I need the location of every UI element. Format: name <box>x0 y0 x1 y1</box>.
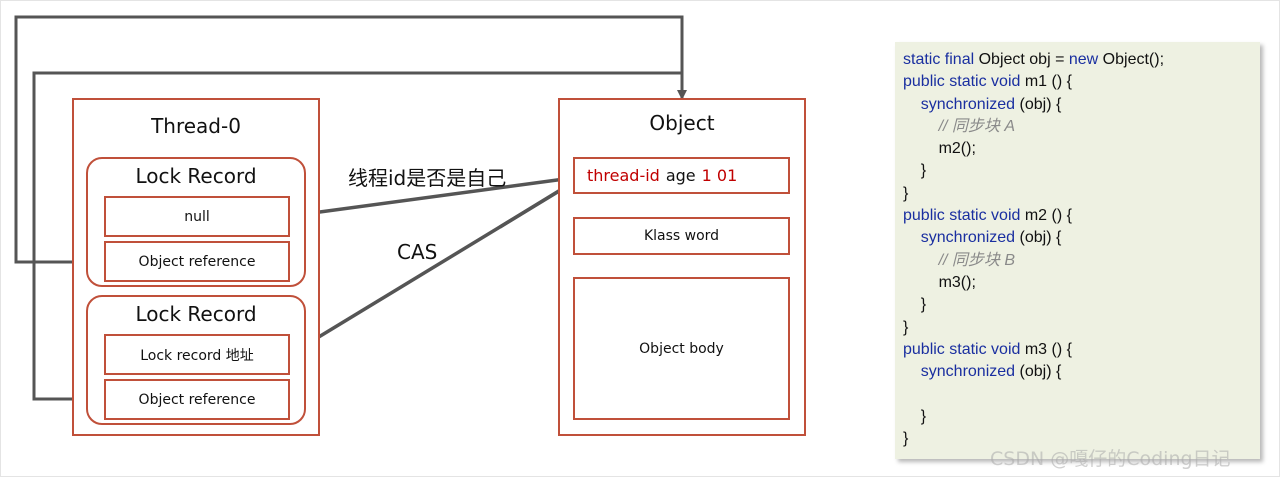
code-token <box>903 118 939 135</box>
code-token: (obj) { <box>1015 229 1062 247</box>
code-token: } <box>903 184 909 202</box>
cas-label: CAS <box>397 240 438 264</box>
lock-record-2 <box>86 295 306 425</box>
code-token: new <box>1068 51 1099 68</box>
code-panel: static final Object obj = new Object();p… <box>895 42 1260 459</box>
code-line: } <box>903 317 1260 339</box>
code-token: } <box>903 296 927 314</box>
code-token: Object obj = <box>978 51 1069 68</box>
owner-check-label: 线程id是否是自己 <box>348 166 507 190</box>
lock-record-2-title: Lock Record <box>135 302 257 326</box>
code-token: } <box>903 162 927 180</box>
code-token: // 同步块 A <box>938 117 1016 135</box>
code-token: } <box>903 407 927 425</box>
code-line: static final Object obj = new Object(); <box>903 49 1260 71</box>
code-line: public static void m2 () { <box>903 205 1260 227</box>
code-token: m3 () { <box>1024 340 1072 358</box>
lock-record-1-object-reference: Object reference <box>104 241 290 282</box>
code-line: // 同步块 B <box>903 250 1260 272</box>
lock-record-2-object-reference: Object reference <box>104 379 290 420</box>
code-token: m2(); <box>903 140 976 158</box>
object-title: Object <box>649 111 715 135</box>
object-reference-line-outer <box>14 15 687 264</box>
code-line: } <box>903 183 1260 205</box>
object-reference-line-inner <box>32 71 682 401</box>
lock-record-1-title: Lock Record <box>135 164 257 188</box>
code-line: } <box>903 294 1260 316</box>
code-token: Object(); <box>1098 51 1165 68</box>
code-token <box>903 229 921 246</box>
code-line: synchronized (obj) { <box>903 361 1260 383</box>
code-line: } <box>903 160 1260 182</box>
code-line <box>903 383 1260 405</box>
code-token: // 同步块 B <box>938 251 1016 269</box>
code-line: m2(); <box>903 138 1260 160</box>
code-token <box>903 363 921 380</box>
code-token: m1 () { <box>1024 73 1072 91</box>
watermark: CSDN @嘎仔的Coding日记 <box>990 448 1231 470</box>
lock-record-1 <box>86 157 306 287</box>
code-token: synchronized <box>920 95 1016 113</box>
lock-record-1-null-field: null <box>104 196 290 237</box>
code-token: public static void <box>903 340 1025 358</box>
code-token: } <box>903 318 909 336</box>
thread-title: Thread-0 <box>151 114 241 138</box>
code-token: static final <box>903 51 979 68</box>
code-token: } <box>903 430 909 448</box>
code-token: m2 () { <box>1024 207 1072 225</box>
code-line: public static void m3 () { <box>903 339 1260 361</box>
code-token: public static void <box>903 207 1025 225</box>
code-token <box>903 252 939 269</box>
code-token <box>903 96 921 113</box>
lock-bits-text: 1 01 <box>701 166 738 185</box>
thread-id-text: thread-id <box>587 166 660 185</box>
klass-word-cell: Klass word <box>573 217 790 255</box>
code-line: m3(); <box>903 272 1260 294</box>
code-token: synchronized <box>920 229 1016 247</box>
code-token: public static void <box>903 73 1025 91</box>
object-body-cell: Object body <box>573 277 790 420</box>
age-text: age <box>665 166 696 185</box>
owner-check-arrow <box>289 174 574 218</box>
code-token: (obj) { <box>1015 363 1062 381</box>
code-line: synchronized (obj) { <box>903 227 1260 249</box>
code-line: } <box>903 406 1260 428</box>
code-line: // 同步块 A <box>903 116 1260 138</box>
code-line: synchronized (obj) { <box>903 94 1260 116</box>
mark-word-cell: thread-id age 1 01 <box>573 157 790 194</box>
code-token: synchronized <box>920 363 1016 381</box>
code-line: } <box>903 428 1260 450</box>
lock-record-2-address-field: Lock record 地址 <box>104 334 290 375</box>
code-token: (obj) { <box>1015 95 1062 113</box>
code-line: public static void m1 () { <box>903 71 1260 93</box>
code-token: m3(); <box>903 273 976 291</box>
